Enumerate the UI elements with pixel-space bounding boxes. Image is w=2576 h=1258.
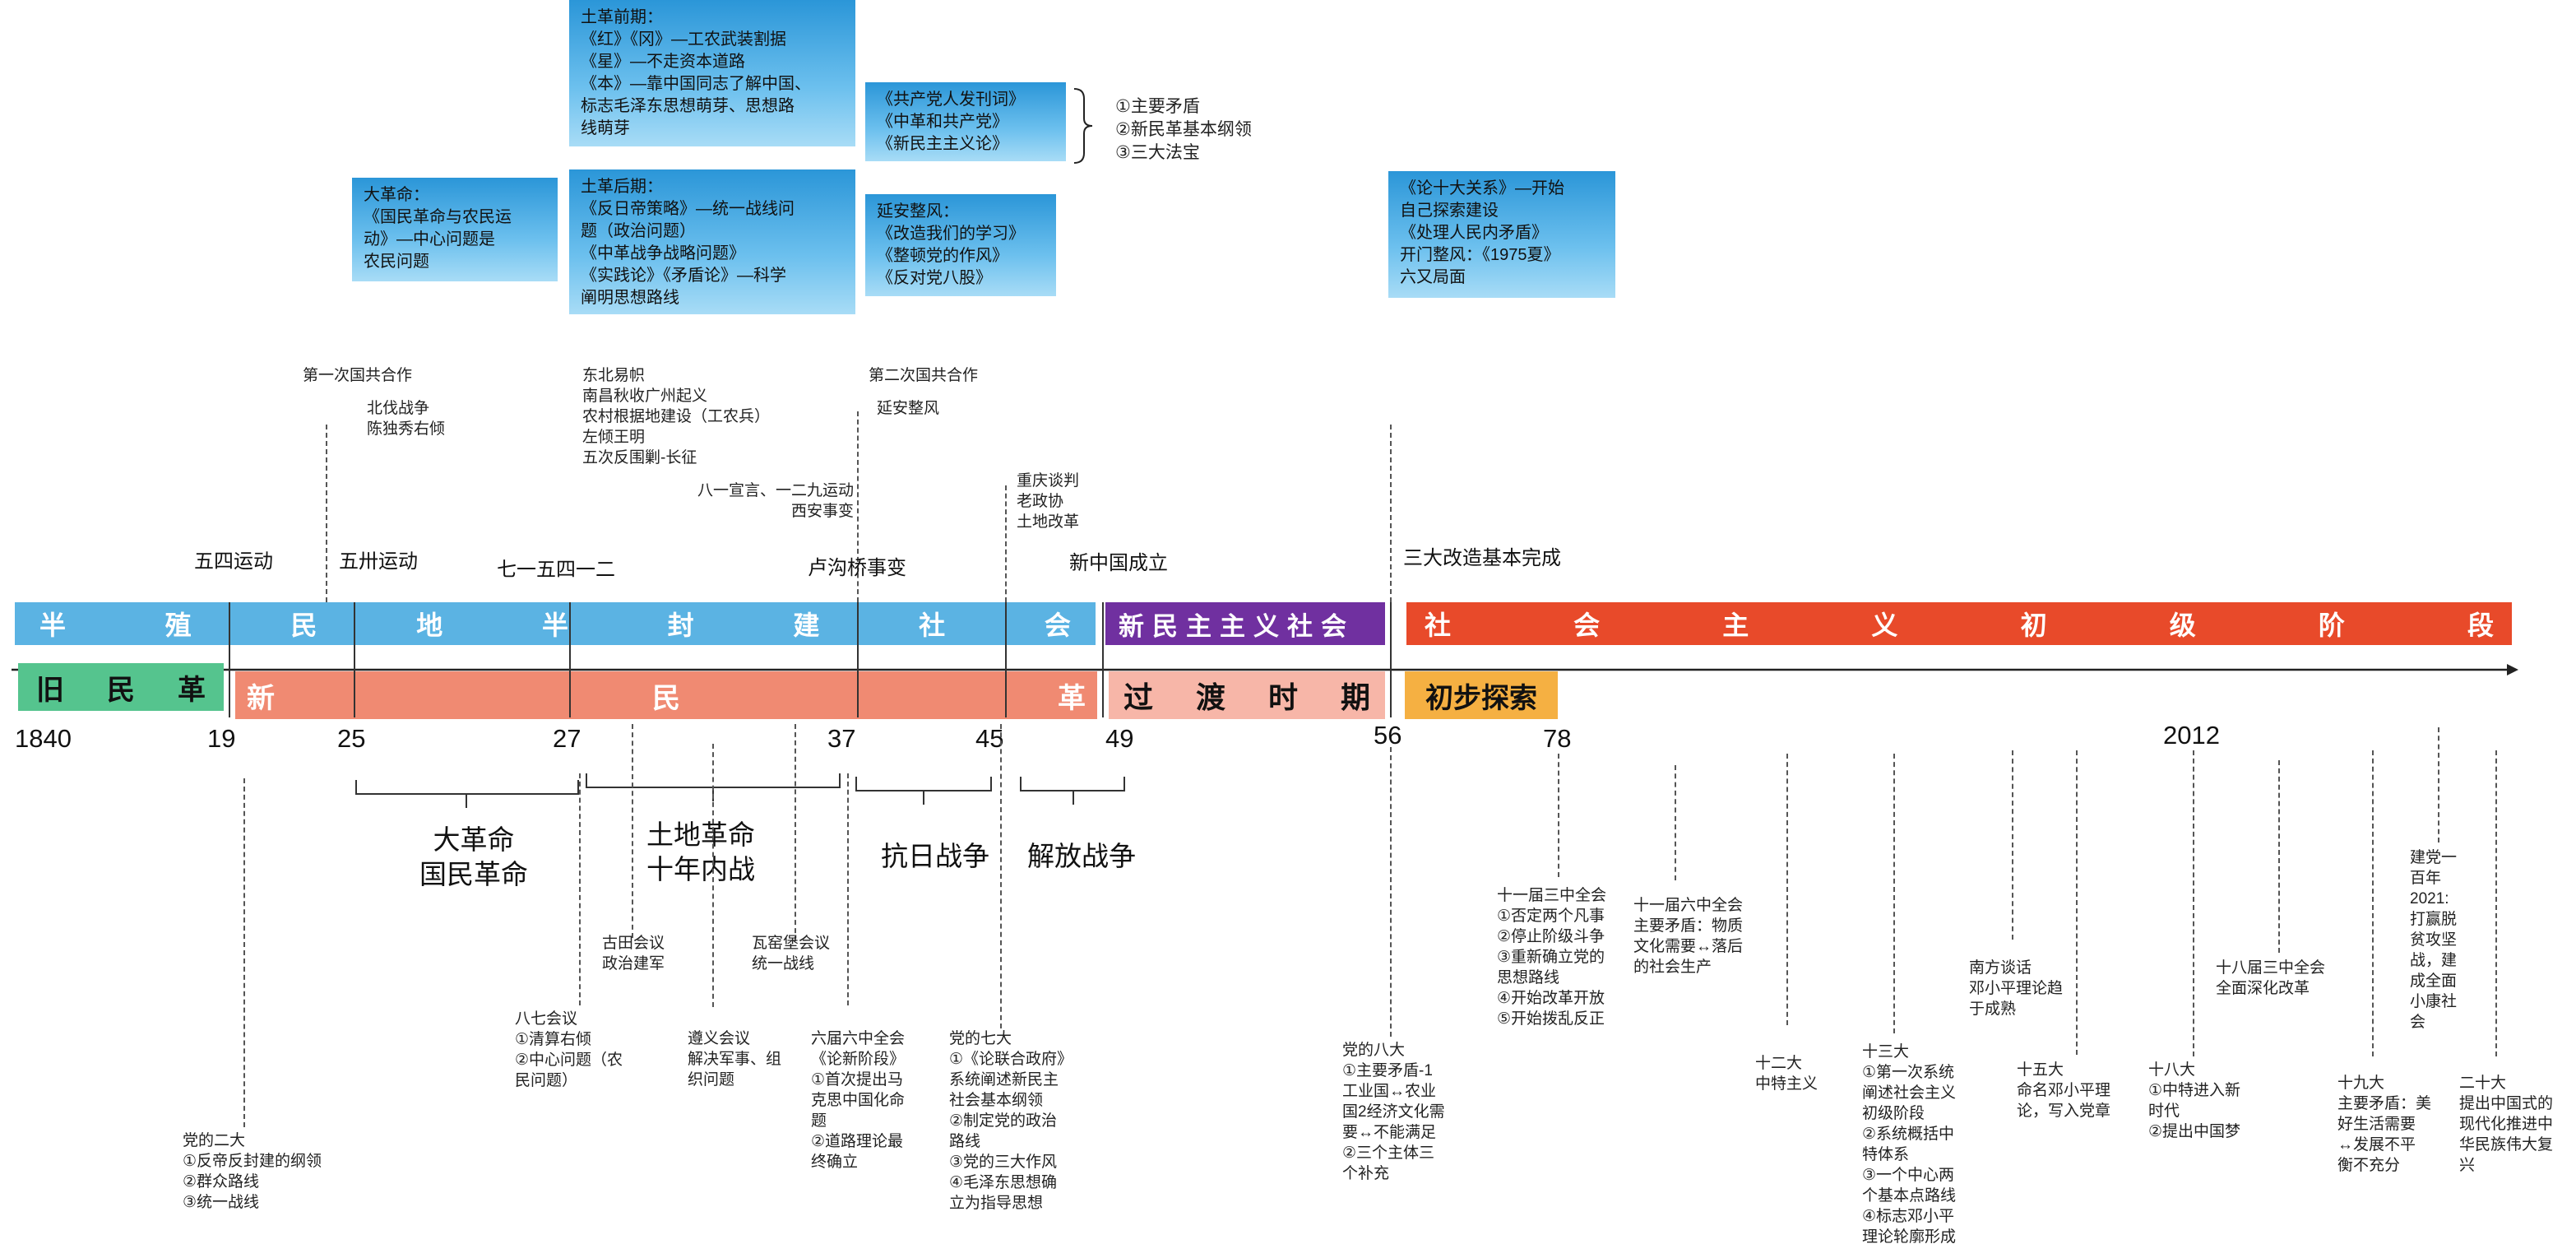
note-seventh-congress: 党的七大 ①《论联合政府》 系统阐述新民主 社会基本纲领 ②制定党的政治 路线 … <box>949 1030 1073 1212</box>
connector <box>2372 750 2374 1056</box>
note-second-coop: 第二次国共合作 <box>869 367 979 384</box>
box-periodicals: 《共产党人发刊词》 《中革和共产党》 《新民主主义论》 <box>865 82 1066 161</box>
note-third-plenum-11: 十一届三中全会 ①否定两个凡事 ②停止阶级斗争 ③重新确立党的 思想路线 ④开始… <box>1497 887 1607 1028</box>
war-liberation: 解放战争 <box>1027 841 1136 871</box>
brace-great-revolution <box>355 780 579 795</box>
note-second-congress: 党的二大 ①反帝反封建的纲领 ②群众路线 ③统一战线 <box>183 1132 322 1211</box>
connector <box>1000 724 1002 1028</box>
separator-1925 <box>354 602 355 717</box>
war-anti-japan: 抗日战争 <box>881 841 989 871</box>
connector <box>795 724 796 941</box>
connector <box>1675 765 1676 880</box>
event-lugou: 卢沟桥事变 <box>808 557 906 579</box>
year-1927: 27 <box>553 724 581 753</box>
separator-1919 <box>229 602 230 717</box>
year-2012: 2012 <box>2163 721 2220 750</box>
note-sixth-plenum-6th: 六届六中全会 《论新阶段》 ①首次提出马 克思中国化命 题 ②道路理论最 终确立 <box>811 1030 906 1171</box>
note-centenary: 建党一 百年 2021: 打赢脱 贫攻坚 战，建 成全面 小康社 会 <box>2410 849 2458 1031</box>
event-three-reforms: 三大改造基本完成 <box>1403 547 1561 569</box>
note-northern-expedition: 北伐战争 陈独秀右倾 <box>367 400 446 438</box>
brace-tip <box>1073 790 1074 805</box>
separator-1927 <box>569 602 571 717</box>
connector <box>857 411 859 602</box>
year-1945: 45 <box>975 724 1004 753</box>
year-1949: 49 <box>1105 724 1134 753</box>
year-1840: 1840 <box>15 724 72 753</box>
connector <box>2438 727 2439 843</box>
note-gutian: 古田会议 政治建军 <box>602 935 665 973</box>
box-land-revolution-late: 土革后期： 《反日帝策略》—统一战线问 题（政治问题） 《中革战争战略问题》 《… <box>569 169 855 314</box>
connector <box>2495 750 2497 1056</box>
year-1978: 78 <box>1543 724 1572 753</box>
note-eighth-congress: 党的八大 ①主要矛盾-1 工业国↔农业 国2经济文化需 要↔不能满足 ②三个主体… <box>1342 1042 1445 1182</box>
war-land-revolution: 土地革命 十年内战 <box>646 819 755 884</box>
event-may4: 五四运动 <box>194 550 273 573</box>
brace-tip <box>466 793 467 808</box>
war-great-revolution: 大革命 国民革命 <box>419 824 528 889</box>
connector <box>1893 754 1895 1033</box>
note-third-plenum-18: 十八届三中全会 全面深化改革 <box>2216 959 2326 997</box>
note-aug7: 八七会议 ①清算右倾 ②中心问题（农 民问题） <box>515 1010 623 1089</box>
band-socialist-primary: 社会主 义初级 阶段 <box>1406 602 2512 645</box>
connector <box>1005 485 1007 602</box>
connector <box>1390 425 1392 602</box>
box-yanan-rectification: 延安整风： 《改造我们的学习》 《整顿党的作风》 《反对党八股》 <box>865 194 1056 296</box>
note-fifteenth-congress: 十五大 命名邓小平理 论，写入党章 <box>2017 1061 2111 1120</box>
connector <box>2278 760 2280 953</box>
note-south-talk: 南方谈话 邓小平理论趋 于成熟 <box>1969 959 2064 1018</box>
note-sixth-plenum-11: 十一届六中全会 主要矛盾：物质 文化需要↔落后 的社会生产 <box>1633 897 1744 976</box>
event-july15: 七一五四一二 <box>497 559 615 581</box>
note-nineteenth-congress: 十九大 主要矛盾：美 好生活需要 ↔发展不平 衡不充分 <box>2337 1075 2432 1174</box>
note-zunyi: 遵义会议 解决军事、组 织问题 <box>688 1030 782 1089</box>
separator-1949 <box>1102 602 1104 717</box>
connector <box>2076 750 2078 1055</box>
separator-1945 <box>1005 602 1007 717</box>
year-1925: 25 <box>337 724 366 753</box>
note-eighteenth-congress: 十八大 ①中特进入新 时代 ②提出中国梦 <box>2148 1061 2241 1140</box>
band-new-democratic-society: 新民主主义社会 <box>1105 602 1385 645</box>
connector <box>1786 754 1788 1025</box>
note-xian: 八一宣言、一二九运动 西安事变 <box>697 482 854 520</box>
event-may30: 五卅运动 <box>339 550 418 573</box>
note-yanan: 延安整风 <box>877 400 940 417</box>
note-first-coop: 第一次国共合作 <box>303 367 413 384</box>
connector <box>579 773 581 1005</box>
connector <box>632 724 633 938</box>
box-great-revolution: 大革命： 《国民革命与农民运 动》—中心问题是 农民问题 <box>352 178 558 281</box>
band-transition-period: 过渡时期 <box>1109 671 1385 719</box>
year-1937: 37 <box>827 724 856 753</box>
curly-bracket-icon <box>1073 88 1093 164</box>
band-initial-exploration: 初步探索 <box>1405 671 1558 719</box>
connector <box>847 773 849 1005</box>
year-1919: 19 <box>207 724 236 753</box>
separator-1937 <box>857 602 859 717</box>
bracket-list: ①主要矛盾 ②新民革基本纲领 ③三大法宝 <box>1115 97 1252 162</box>
box-ten-relations: 《论十大关系》—开始 自己探索建设 《处理人民内矛盾》 开门整风：《1975夏》… <box>1388 171 1615 298</box>
note-twentieth-congress: 二十大 提出中国式的 现代化推进中 华民族伟大复 兴 <box>2459 1075 2554 1174</box>
band-old-democratic-revolution: 旧民革 <box>18 663 224 711</box>
brace-tip <box>923 790 924 805</box>
note-chongqing: 重庆谈判 老政协 土地改革 <box>1017 472 1080 531</box>
band-new-democratic-revolution: 新民革 <box>235 671 1097 719</box>
connector <box>2193 750 2194 1056</box>
connector <box>1558 754 1559 877</box>
note-thirteenth-congress: 十三大 ①第一次系统 阐述社会主义 初级阶段 ②系统概括中 特体系 ③一个中心两… <box>1862 1043 1957 1246</box>
connector <box>712 744 714 1007</box>
box-land-revolution-early: 土革前期： 《红》《冈》—工农武装割据 《星》—不走资本道路 《本》—靠中国同志… <box>569 0 855 146</box>
connector <box>243 778 245 1127</box>
year-1956: 56 <box>1374 721 1402 750</box>
note-northeast: 东北易帜 南昌秋收广州起义 农村根据地建设（工农兵） 左倾王明 五次反围剿-长征 <box>582 367 771 467</box>
event-newchina: 新中国成立 <box>1069 552 1168 574</box>
note-wayaobao: 瓦窑堡会议 统一战线 <box>752 935 831 973</box>
band-semi-colonial: 半殖民 地半封 建社会 <box>15 602 1096 645</box>
connector <box>2012 750 2013 940</box>
connector <box>326 425 327 602</box>
note-twelfth-congress: 十二大 中特主义 <box>1755 1055 1818 1093</box>
connector <box>1390 747 1392 1037</box>
timeline-axis <box>12 664 2518 675</box>
separator-1956 <box>1390 602 1392 717</box>
